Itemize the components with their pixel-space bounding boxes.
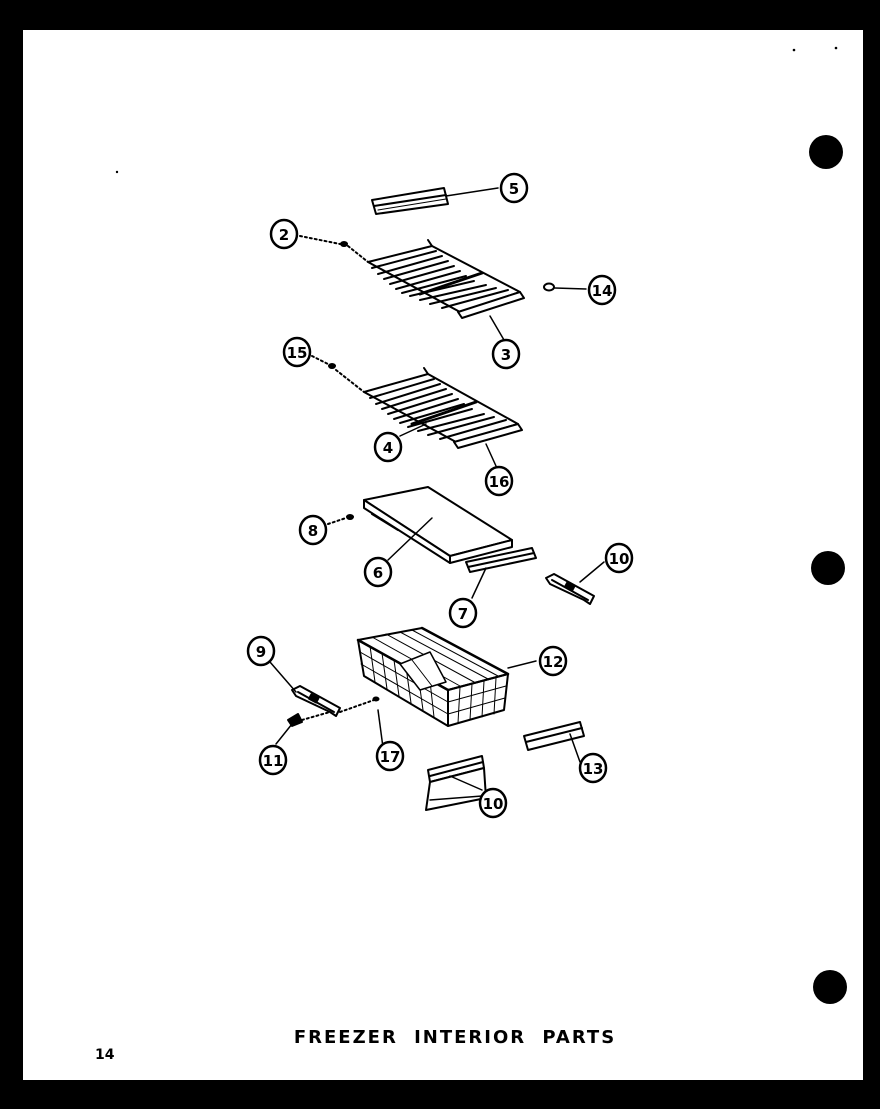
part-4-wire-shelf-lower bbox=[363, 367, 523, 449]
scan-speck bbox=[792, 48, 796, 52]
scan-speck bbox=[834, 46, 838, 50]
part-14-clip bbox=[543, 282, 555, 292]
callout-c6: 6 bbox=[363, 556, 393, 588]
callout-label: 6 bbox=[373, 564, 383, 582]
callout-label: 4 bbox=[383, 439, 393, 457]
callout-c8: 8 bbox=[298, 514, 328, 546]
callout-layer: 5 2 14 3 15 4 16 8 6 10 7 9 12 11 17 13 10 bbox=[246, 172, 634, 819]
callout-c17: 17 bbox=[375, 740, 405, 772]
callout-c5: 5 bbox=[499, 172, 529, 204]
part-3-wire-shelf-upper bbox=[367, 239, 525, 319]
callout-label: 2 bbox=[279, 226, 289, 244]
callout-label: 17 bbox=[380, 748, 401, 766]
callout-label: 8 bbox=[308, 522, 318, 540]
callout-c16: 16 bbox=[484, 465, 514, 497]
page-number: 14 bbox=[95, 1047, 115, 1063]
part-10-bracket-upper bbox=[545, 573, 595, 605]
part-15-clip bbox=[311, 355, 365, 393]
part-9-bracket bbox=[291, 685, 380, 717]
scan-speck bbox=[115, 170, 119, 174]
callout-c13: 13 bbox=[578, 752, 608, 784]
callout-label: 11 bbox=[263, 752, 284, 770]
callout-label: 9 bbox=[256, 643, 266, 661]
callout-label: 14 bbox=[592, 282, 613, 300]
binder-hole-middle bbox=[811, 551, 845, 585]
callout-c4: 4 bbox=[373, 431, 403, 463]
part-13-trim bbox=[523, 721, 585, 751]
callout-c12: 12 bbox=[538, 645, 568, 677]
diagram-title: FREEZER INTERIOR PARTS bbox=[293, 1027, 617, 1048]
callout-label: 12 bbox=[543, 653, 564, 671]
callout-c15: 15 bbox=[282, 336, 312, 368]
callout-c10a: 10 bbox=[604, 542, 634, 574]
part-7-trim bbox=[465, 547, 537, 573]
callout-c10b: 10 bbox=[478, 787, 508, 819]
callout-c11: 11 bbox=[258, 744, 288, 776]
callout-c3: 3 bbox=[491, 338, 521, 370]
callout-label: 5 bbox=[509, 180, 519, 198]
callout-label: 15 bbox=[287, 344, 308, 362]
callout-c2: 2 bbox=[269, 218, 299, 250]
callout-label: 3 bbox=[501, 346, 511, 364]
callout-label: 10 bbox=[483, 795, 504, 813]
callout-label: 13 bbox=[583, 760, 604, 778]
binder-hole-bottom bbox=[813, 970, 847, 1004]
callout-label: 16 bbox=[489, 473, 510, 491]
part-11-clip bbox=[287, 711, 331, 727]
callout-label: 7 bbox=[458, 605, 468, 623]
leader-lines bbox=[269, 187, 605, 801]
callout-c14: 14 bbox=[587, 274, 617, 306]
part-8-clip bbox=[327, 514, 354, 525]
callout-label: 10 bbox=[609, 550, 630, 568]
binder-hole-top bbox=[809, 135, 843, 169]
part-6-solid-shelf bbox=[363, 486, 513, 564]
part-2-clip bbox=[299, 235, 369, 263]
part-12-wire-basket bbox=[356, 626, 510, 727]
callout-c9: 9 bbox=[246, 635, 276, 667]
callout-c7: 7 bbox=[448, 597, 478, 629]
part-5-rail bbox=[371, 187, 449, 215]
